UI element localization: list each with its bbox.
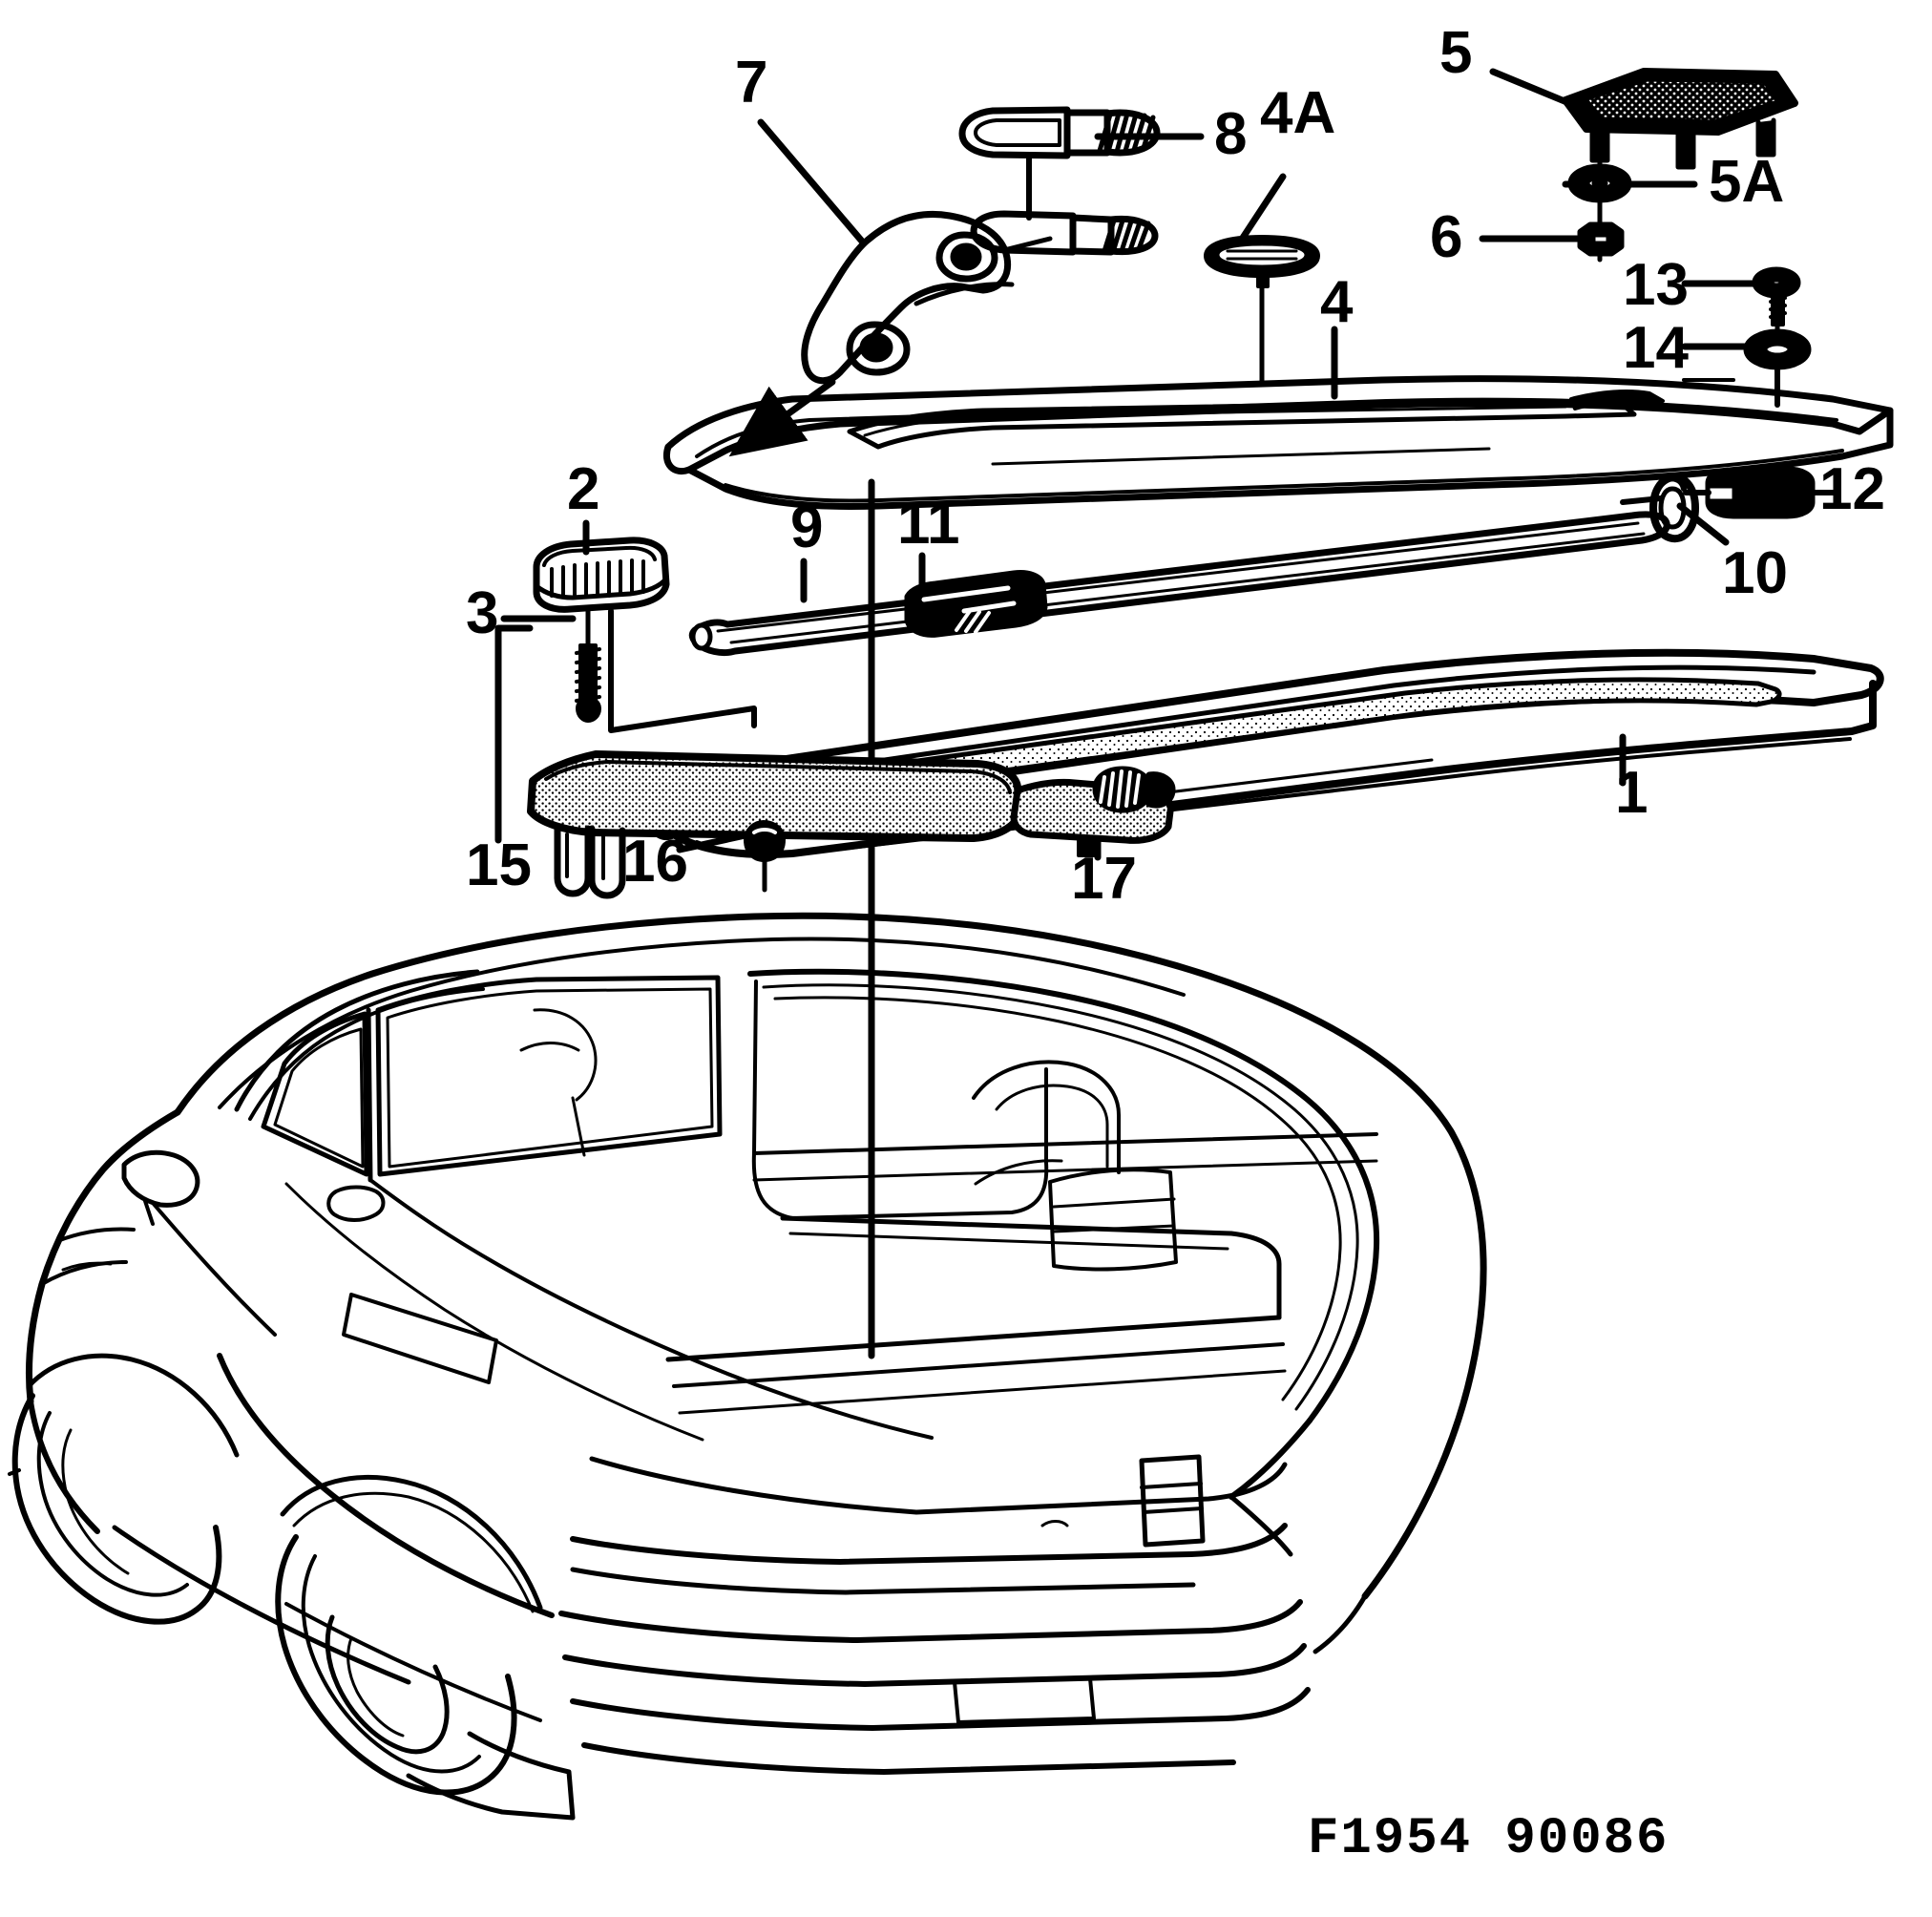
- callout-13: 13: [1623, 252, 1689, 318]
- callout-14: 14: [1623, 315, 1689, 381]
- callout-1: 1: [1615, 760, 1648, 826]
- callout-2: 2: [567, 456, 600, 522]
- callout-4a: 4A: [1260, 80, 1336, 146]
- callout-16: 16: [622, 829, 688, 895]
- callout-11: 11: [897, 491, 960, 557]
- callout-7: 7: [735, 50, 768, 116]
- callout-5: 5: [1439, 20, 1473, 86]
- callout-4: 4: [1320, 269, 1354, 335]
- callout-10: 10: [1722, 540, 1788, 606]
- callout-5a: 5A: [1709, 149, 1785, 215]
- callout-8: 8: [1214, 101, 1248, 167]
- figure-code: F1954 90086: [1308, 1810, 1670, 1868]
- callout-3: 3: [466, 580, 499, 646]
- callout-12: 12: [1819, 456, 1885, 522]
- callout-17: 17: [1071, 846, 1137, 912]
- callout-6: 6: [1430, 204, 1463, 270]
- callout-9: 9: [790, 495, 824, 560]
- callout-15: 15: [466, 832, 532, 898]
